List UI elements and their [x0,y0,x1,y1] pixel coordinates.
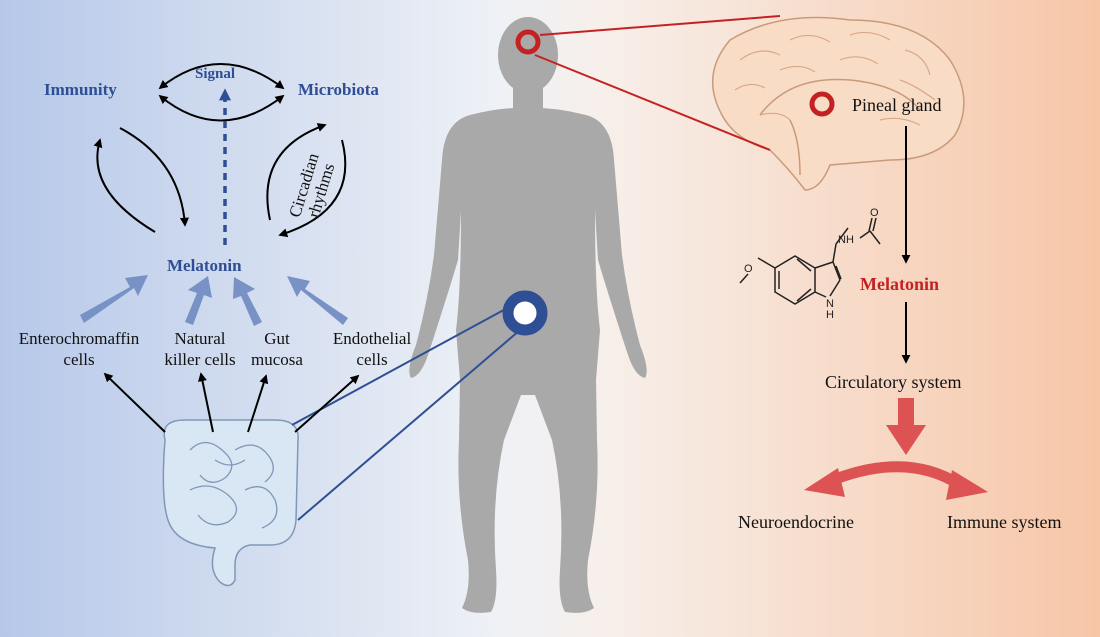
immunity-label: Immunity [44,80,117,99]
gut-melatonin-label: Melatonin [167,256,242,275]
intestine-icon [162,419,299,587]
pineal-melatonin-label: Melatonin [860,274,939,294]
microbiota-label: Microbiota [298,80,379,99]
source-line2: killer cells [164,350,236,369]
pineal-gland-label: Pineal gland [852,95,942,115]
atom-nh: NH [838,234,854,246]
melatonin-to-immunity-arrow [93,138,156,233]
brain-icon [711,16,965,191]
head-marker-icon [515,29,541,55]
circulatory-down-arrow [886,398,926,455]
source-line1: Endothelial [332,329,412,348]
source-line2: mucosa [251,350,303,369]
gut-to-endothelial-arrow [294,374,360,433]
source-line1: Natural [174,329,226,348]
signal-label: Signal [195,66,236,82]
zoom-line-gut-top [291,304,514,426]
atom-o-carbonyl: O [870,207,879,219]
atom-n-ring: N [826,298,834,310]
gut-marker-icon [502,290,548,336]
branch-left-head [804,468,845,497]
gut-to-mucosa-arrow [247,374,269,433]
source-endothelial: Endothelial cells [322,328,422,370]
source-natural-killer: Natural killer cells [150,328,250,370]
source-line2: cells [356,350,388,369]
zoom-line-bottom [534,54,771,151]
molecule-atom-labels: NH O O N H [744,207,879,321]
immunity-to-melatonin-arrow [119,127,189,227]
melatonin-to-microbiota-arrow [266,123,327,221]
atom-h-ring: H [826,309,834,321]
circulatory-system-label: Circulatory system [825,372,962,392]
gut-to-nk-arrow [198,372,214,433]
gut-to-enterochromaffin-arrow [103,372,166,433]
source-enterochromaffin: Enterochromaffin cells [4,328,154,370]
human-silhouette-icon [409,17,647,613]
neuroendocrine-label: Neuroendocrine [738,512,854,532]
pineal-marker-icon [809,91,835,117]
melatonin-molecule-icon [739,217,881,305]
signal-arrow-top [158,63,285,90]
source-line2: cells [63,350,95,369]
zoom-line-top [539,15,781,36]
immune-system-label: Immune system [947,512,1062,532]
source-line1: Enterochromaffin [18,329,140,348]
microbiota-to-melatonin-arrow [278,139,347,238]
branch-right-head [946,470,988,500]
source-line1: Gut [264,329,290,348]
source-to-melatonin-arrows [80,275,348,326]
branch-arc [825,461,963,490]
source-gut-mucosa: Gut mucosa [242,328,312,370]
atom-o-methoxy: O [744,263,753,275]
zoom-line-gut-bottom [297,329,521,521]
signal-arrow-bottom [158,94,285,122]
